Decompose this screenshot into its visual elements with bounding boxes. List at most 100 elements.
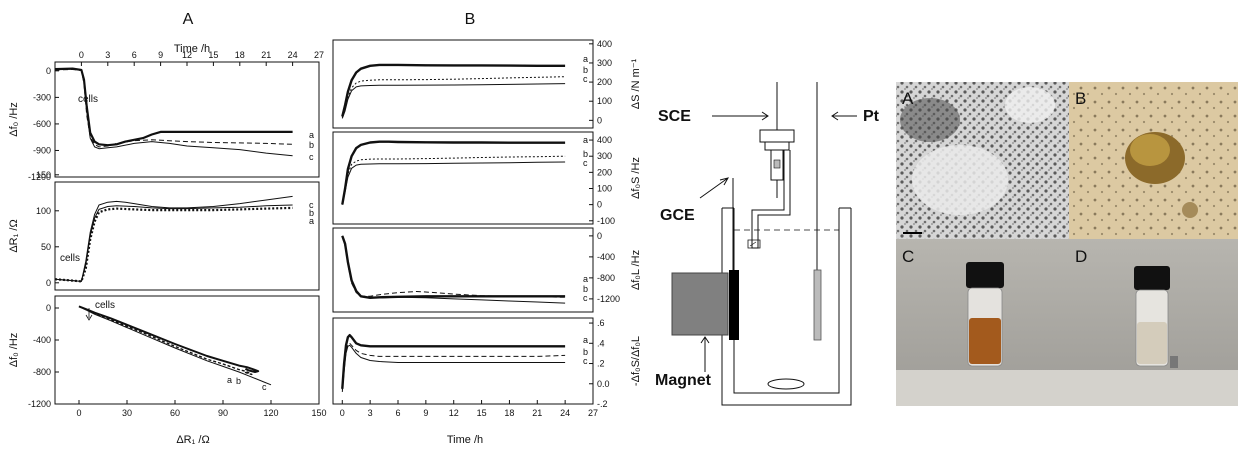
plot-frame	[332, 131, 594, 225]
series-label-a: a	[227, 375, 232, 385]
y-tick-label: 0	[597, 115, 602, 125]
magnet-arrow	[700, 336, 710, 372]
y-tick-label: 300	[597, 58, 612, 68]
y-tick-label: -900	[33, 145, 51, 155]
plot-frame	[54, 295, 320, 405]
x-tick-label: 18	[504, 408, 514, 418]
cells-annotation-a2: cells	[60, 253, 80, 264]
y-tick-label: 0.0	[597, 379, 610, 389]
x-tick-label: 6	[395, 408, 400, 418]
x-tick-label: 27	[314, 50, 324, 60]
x-tick-label: 30	[122, 408, 132, 418]
stir-bar	[767, 378, 805, 390]
x-tick-label: 12	[182, 50, 192, 60]
x-tick-label: 15	[208, 50, 218, 60]
series-label-c: c	[583, 293, 588, 303]
sce-arrow	[712, 111, 769, 121]
y-tick-label: 400	[597, 135, 612, 145]
y-axis-label: Δf₀ /Hz	[8, 102, 20, 137]
series-label-b: b	[583, 149, 588, 159]
plot-frame	[332, 227, 594, 313]
series-line-c	[341, 161, 566, 205]
series-line-a	[341, 140, 566, 205]
x-tick-label: 0	[76, 408, 81, 418]
x-tick-label: 0	[79, 50, 84, 60]
series-line-b	[341, 76, 566, 118]
series-label-c: c	[309, 200, 314, 210]
pt-arrow	[831, 111, 857, 121]
x-tick-label: 24	[288, 50, 298, 60]
series-label-b: b	[309, 208, 314, 218]
y-axis-label: Δf₀ /Hz	[8, 333, 20, 368]
y-tick-label: 400	[597, 39, 612, 49]
y-tick-label: 150	[36, 170, 51, 180]
sce-cap	[759, 129, 795, 143]
gce-arrow	[699, 177, 730, 199]
series-label-a: a	[583, 274, 588, 284]
y-tick-label: 0	[597, 200, 602, 210]
series-line-a	[54, 67, 293, 147]
series-label-a: a	[309, 130, 314, 140]
y-tick-label: -300	[33, 92, 51, 102]
bottom-axis-a-title: ΔR₁ /Ω	[176, 434, 209, 446]
y-tick-label: 0	[46, 278, 51, 288]
y-tick-label: -600	[33, 119, 51, 129]
x-tick-label: 3	[105, 50, 110, 60]
magnet-label: Magnet	[655, 372, 712, 389]
series-line-a	[341, 63, 566, 117]
magnet-block	[671, 272, 729, 336]
x-tick-label: 120	[263, 408, 278, 418]
series-label-b: b	[583, 65, 588, 75]
y-tick-label: -1200	[28, 399, 51, 409]
y-tick-label: 100	[597, 183, 612, 193]
photo-a-label: A	[902, 89, 914, 108]
y-tick-label: -1200	[28, 172, 51, 182]
series-line-a	[78, 305, 260, 373]
series-label-a: a	[583, 335, 588, 345]
sce-label: SCE	[658, 108, 691, 125]
beaker-inner	[733, 208, 840, 394]
series-line-a	[341, 334, 566, 389]
series-label-c: c	[583, 74, 588, 84]
x-tick-label: 21	[261, 50, 271, 60]
photo-panel-b: B	[1069, 82, 1238, 239]
series-label-c: c	[309, 152, 314, 162]
y-tick-label: -1200	[597, 294, 620, 304]
x-tick-label: 27	[588, 408, 598, 418]
y-tick-label: -100	[597, 216, 615, 226]
panel-a-label: A	[183, 11, 194, 28]
y-tick-label: .6	[597, 318, 605, 328]
series-line-b	[54, 69, 293, 148]
cells-annotation-a1: cells	[78, 94, 98, 105]
x-tick-label: 15	[477, 408, 487, 418]
series-label-c: c	[262, 382, 267, 392]
x-tick-label: 24	[560, 408, 570, 418]
top-axis-title: Time /h	[174, 43, 210, 55]
x-tick-label: 21	[532, 408, 542, 418]
y-tick-label: -400	[33, 335, 51, 345]
photo-b-label: B	[1075, 89, 1086, 108]
series-line-b	[341, 235, 566, 298]
cells-arrow-a3	[85, 308, 93, 321]
y-tick-label: 300	[597, 151, 612, 161]
x-tick-label: 0	[340, 408, 345, 418]
series-label-b: b	[583, 284, 588, 294]
y-axis-label: Δf₀L /Hz	[630, 250, 642, 290]
x-tick-label: 150	[311, 408, 326, 418]
x-tick-label: 90	[218, 408, 228, 418]
x-tick-label: 60	[170, 408, 180, 418]
pt-label: Pt	[863, 108, 880, 125]
series-label-a: a	[309, 216, 314, 226]
plot-frame	[332, 39, 594, 129]
series-line-c	[78, 305, 272, 386]
beaker-outer	[721, 208, 852, 406]
y-tick-label: 0	[46, 303, 51, 313]
